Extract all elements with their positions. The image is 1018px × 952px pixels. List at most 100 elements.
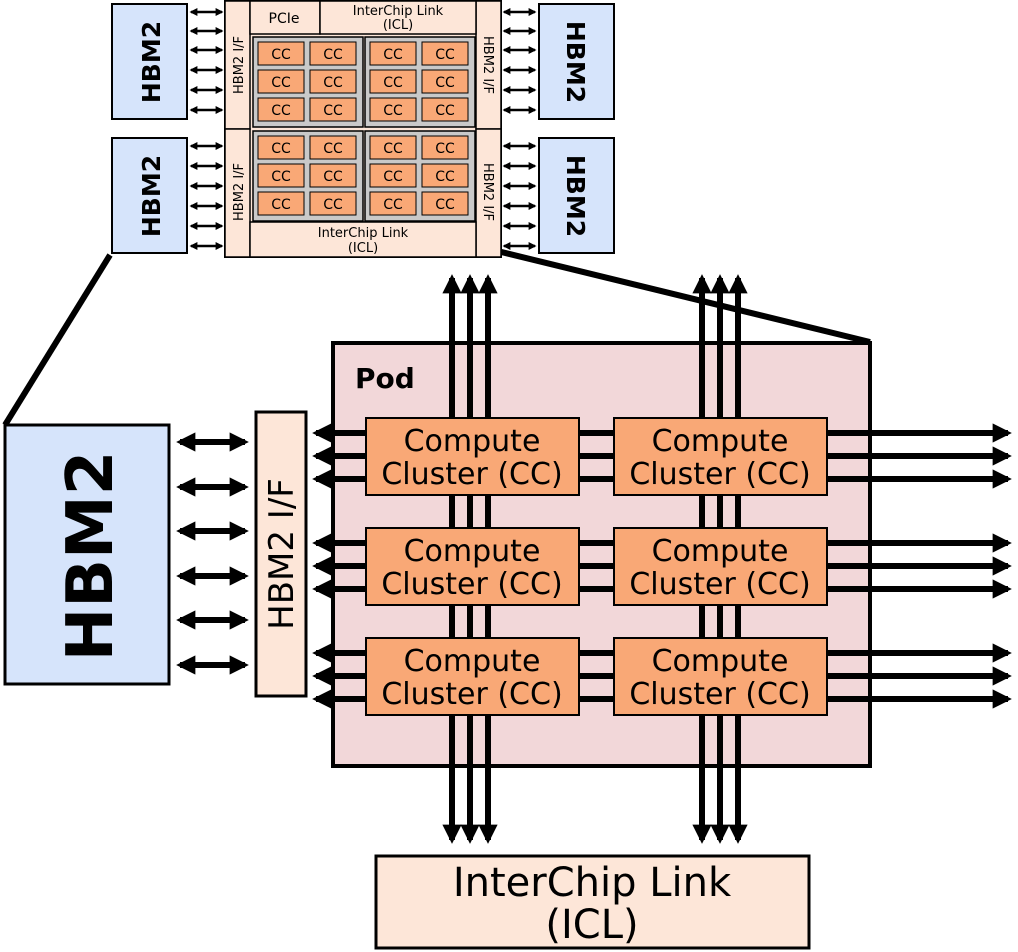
chip-cc-label: CC [271, 197, 291, 213]
chip-cc-label: CC [271, 75, 291, 91]
detail-hbm-label: HBM2 [54, 451, 128, 662]
chip-cc-label: CC [323, 103, 343, 119]
chip-cc-cell [421, 135, 469, 160]
chip-cc-label: CC [435, 75, 455, 91]
chip-cc-cell [309, 163, 357, 188]
cc-line1: Compute [404, 534, 541, 569]
chip-overview: HBM2 HBM2 HBM2 HBM2 HBM2 I/F HBM2 I/F [111, 0, 615, 258]
chip-cc-cell [421, 97, 469, 122]
chip-cc-cell [309, 191, 357, 216]
cc-block: Compute Cluster (CC) [365, 417, 580, 496]
chip-cc-label: CC [435, 197, 455, 213]
chip-cc-label: CC [271, 141, 291, 157]
cc-block: Compute Cluster (CC) [613, 637, 828, 716]
chip-cc-cell [257, 69, 305, 94]
chip-cc-label: CC [323, 75, 343, 91]
chip-cc-label: CC [435, 103, 455, 119]
chip-cc-label: CC [383, 103, 403, 119]
chip-hbm-if-label: HBM2 I/F [480, 36, 495, 94]
chip-pcie: PCIe [249, 0, 321, 35]
detail-icl-line1: InterChip Link [453, 860, 732, 906]
chip-cc-label: CC [383, 197, 403, 213]
chip-cc-cell [369, 41, 417, 66]
chip-hbm-bottom-right: HBM2 [538, 137, 615, 254]
chip-hbm-if-label: HBM2 I/F [232, 36, 247, 94]
chip-cc-label: CC [383, 169, 403, 185]
cc-line2: Cluster (CC) [629, 457, 810, 492]
detail-hbm-if: HBM2 I/F [254, 410, 308, 698]
chip-hbm-if-right-bottom: HBM2 I/F [475, 128, 502, 258]
chip-cc-cell [257, 41, 305, 66]
chip-cc-cell [421, 69, 469, 94]
chip-cc-label: CC [323, 197, 343, 213]
chip-hbm-top-right: HBM2 [538, 3, 615, 120]
chip-cc-cell [257, 191, 305, 216]
detail-icl-line2: (ICL) [545, 902, 638, 948]
cc-line2: Cluster (CC) [381, 457, 562, 492]
cc-block: Compute Cluster (CC) [613, 527, 828, 606]
cc-block: Compute Cluster (CC) [365, 637, 580, 716]
chip-cc-cell [309, 41, 357, 66]
detail-icl: InterChip Link (ICL) [374, 854, 811, 950]
chip-cc-label: CC [435, 141, 455, 157]
chip-cc-label: CC [383, 75, 403, 91]
chip-icl-bottom-line2: (ICL) [348, 241, 378, 256]
chip-hbm-if-left-top: HBM2 I/F [224, 0, 251, 130]
cc-line2: Cluster (CC) [629, 677, 810, 712]
chip-pcie-label: PCIe [269, 11, 300, 27]
chip-hbm-label: HBM2 [561, 155, 590, 237]
chip-cc-cell [421, 191, 469, 216]
chip-icl-top-line1: InterChip Link [353, 4, 444, 19]
chip-cc-label: CC [271, 169, 291, 185]
detail-hbm: HBM2 [3, 423, 171, 686]
chip-hbm-if-label: HBM2 I/F [232, 163, 247, 221]
chip-icl-bottom: InterChip Link (ICL) [249, 221, 477, 258]
cc-line1: Compute [652, 644, 789, 679]
chip-cc-label: CC [383, 47, 403, 63]
chip-cc-cell [369, 69, 417, 94]
chip-icl-bottom-line1: InterChip Link [318, 226, 409, 241]
chip-icl-top: InterChip Link (ICL) [319, 0, 477, 35]
cc-line2: Cluster (CC) [381, 567, 562, 602]
chip-cc-label: CC [383, 141, 403, 157]
chip-cc-cell [421, 163, 469, 188]
chip-cc-label: CC [435, 47, 455, 63]
chip-cc-cell [369, 163, 417, 188]
chip-cc-label: CC [323, 169, 343, 185]
chip-cc-cell [309, 97, 357, 122]
chip-icl-top-line2: (ICL) [383, 18, 413, 33]
chip-cc-label: CC [323, 47, 343, 63]
detail-hbm-if-label: HBM2 I/F [262, 478, 302, 630]
chip-hbm-if-left-bottom: HBM2 I/F [224, 128, 251, 258]
cc-block: Compute Cluster (CC) [613, 417, 828, 496]
chip-cc-label: CC [323, 141, 343, 157]
cc-line1: Compute [652, 534, 789, 569]
cc-line2: Cluster (CC) [629, 567, 810, 602]
cc-line1: Compute [652, 424, 789, 459]
cc-line1: Compute [404, 644, 541, 679]
chip-hbm-arrows [189, 7, 537, 251]
chip-hbm-label: HBM2 [137, 155, 166, 237]
zoom-line-left [2, 253, 113, 427]
chip-cc-cell [369, 97, 417, 122]
chip-pods: CC CC CC CC CC CC CC CC CC CC CC CC CC CC CC CC CC CC CC CC… [252, 36, 476, 222]
chip-cc-cell [421, 41, 469, 66]
chip-hbm-if-right-top: HBM2 I/F [475, 0, 502, 130]
chip-hbm-bottom-left: HBM2 [111, 137, 188, 254]
detail-pod-label: Pod [355, 362, 415, 395]
detail-view: HBM2 HBM2 I/F Pod Compute Cluster (CC) C… [3, 274, 1012, 950]
cc-block: Compute Cluster (CC) [365, 527, 580, 606]
chip-hbm-label: HBM2 [561, 21, 590, 103]
chip-cc-label: CC [271, 103, 291, 119]
chip-cc-cell [369, 191, 417, 216]
chip-hbm-if-label: HBM2 I/F [480, 163, 495, 221]
chip-cc-cell [309, 69, 357, 94]
chip-cc-cell [369, 135, 417, 160]
chip-hbm-top-left: HBM2 [111, 3, 188, 120]
cc-line1: Compute [404, 424, 541, 459]
chip-cc-cell [257, 163, 305, 188]
chip-hbm-label: HBM2 [137, 21, 166, 103]
detail-hbm-arrows [176, 432, 249, 675]
chip-cc-cell [309, 135, 357, 160]
